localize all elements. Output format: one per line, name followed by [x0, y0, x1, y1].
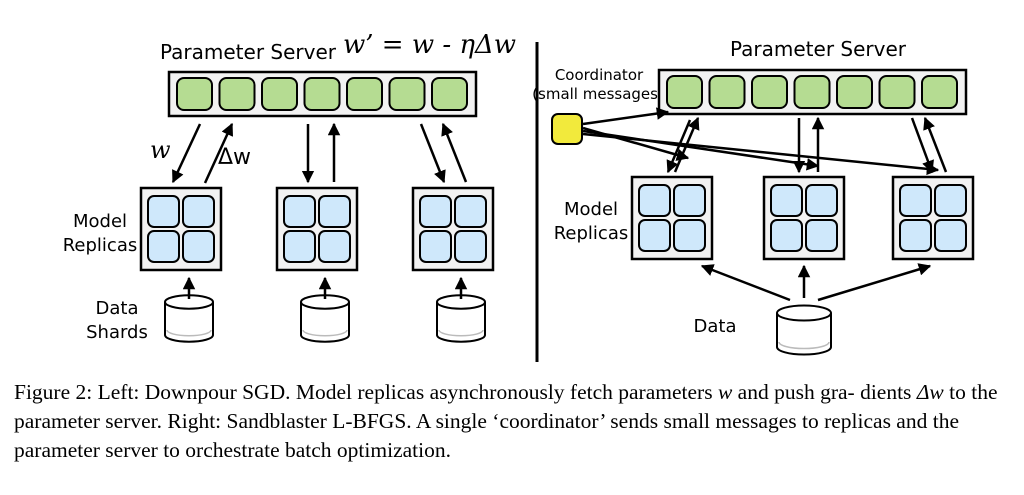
replica-cell — [454, 195, 487, 228]
replica-cell — [419, 230, 452, 263]
replica-cell — [182, 230, 215, 263]
caption-part2: and push gra- dients — [732, 380, 917, 404]
data-to-replica-arrows — [700, 263, 932, 302]
replica-cell — [419, 195, 452, 228]
server-shard-cell — [793, 75, 831, 109]
caption-w-symbol: w — [717, 380, 733, 404]
cylinder-top — [776, 304, 832, 322]
cylinder-body — [436, 302, 486, 343]
replica-cell — [318, 195, 351, 228]
server-shard-cell — [708, 75, 746, 109]
server-shard-cell — [921, 75, 958, 109]
left-replicas-label-line1: Model — [73, 211, 127, 232]
fetch-parameters-arrow — [910, 117, 934, 174]
caption-part1: Figure 2: Left: Downpour SGD. Model repl… — [14, 380, 718, 404]
data-to-replica-arrow — [700, 264, 791, 302]
right-replicas-label-line1: Model — [564, 199, 618, 220]
coordinator-to-server-arrow — [582, 107, 670, 126]
replica-cell — [638, 219, 671, 252]
right-model-replicas — [630, 175, 975, 261]
replica-cell — [454, 230, 487, 263]
push-gradients-arrow — [203, 122, 234, 184]
replica-cell — [638, 184, 671, 217]
update-rule-equation: w’ = w - ηΔw — [343, 30, 516, 60]
arrow-w-label: w — [150, 136, 171, 164]
replica-cell — [318, 230, 351, 263]
server-shard-cell — [431, 77, 468, 111]
fetch-parameters-arrow — [171, 123, 202, 184]
right-server-replica-arrows — [666, 116, 948, 174]
replica-cell — [770, 184, 803, 217]
server-shard-cell — [878, 75, 916, 109]
replica-cell — [770, 219, 803, 252]
replica-cell — [673, 219, 706, 252]
replica-cell — [147, 195, 180, 228]
replica-cell — [147, 230, 180, 263]
right-data-store — [776, 304, 832, 356]
arrow-delta-w-label: Δw — [218, 145, 251, 170]
cylinder-shade — [778, 341, 830, 350]
replica-cell — [283, 195, 316, 228]
cylinder-shade — [438, 329, 484, 337]
server-shard-cell — [303, 77, 341, 111]
push-gradients-arrow — [441, 122, 468, 183]
server-shard-cell — [751, 75, 788, 109]
fetch-parameters-arrow — [666, 119, 692, 174]
left-replicas-label-line2: Replicas — [63, 235, 138, 256]
replica-cell — [182, 195, 215, 228]
server-shard-cell — [218, 77, 256, 111]
replica-cell — [934, 184, 967, 217]
right-parameter-server-label: Parameter Server — [730, 37, 907, 61]
push-gradients-arrow — [923, 116, 948, 173]
push-gradients-arrow — [673, 116, 700, 173]
right-replicas-label-line2: Replicas — [554, 223, 629, 244]
right-data-label: Data — [694, 316, 737, 337]
figure-diagram: Parameter Server w’ = w - ηΔw w Δw Model… — [63, 30, 975, 362]
replica-cell — [283, 230, 316, 263]
left-model-replicas — [139, 186, 495, 272]
fetch-parameters-arrow — [419, 123, 446, 184]
server-shard-cell — [346, 77, 383, 111]
cylinder-body — [164, 302, 214, 343]
coordinator-label-line2: (small messages) — [532, 85, 664, 103]
caption-part3: to the parameter server. Right: Sandblas… — [14, 380, 998, 462]
replica-cell — [899, 184, 932, 217]
coordinator-to-replica-arrow — [582, 129, 820, 171]
replica-cell — [899, 219, 932, 252]
server-shard-cell — [176, 77, 213, 111]
cylinder-shade — [166, 329, 212, 337]
left-shards-label-line1: Data — [96, 298, 139, 319]
replica-cell — [805, 219, 838, 252]
server-shard-cell — [836, 75, 873, 109]
caption-dw-symbol: Δw — [916, 380, 944, 404]
left-parameter-server — [167, 70, 478, 118]
figure-caption: Figure 2: Left: Downpour SGD. Model repl… — [14, 378, 1014, 465]
cylinder-body — [300, 302, 350, 343]
right-parameter-server — [657, 68, 968, 116]
left-parameter-server-label: Parameter Server — [160, 40, 337, 64]
server-shard-cell — [388, 77, 426, 111]
replica-cell — [934, 219, 967, 252]
coordinator-message-arrows — [582, 107, 940, 176]
coordinator-label-line1: Coordinator — [555, 66, 644, 84]
replica-cell — [673, 184, 706, 217]
coordinator-to-replica-arrow — [582, 132, 940, 176]
data-to-replica-arrow — [817, 263, 932, 302]
replica-cell — [805, 184, 838, 217]
server-shard-cell — [261, 77, 298, 111]
left-server-replica-arrows — [171, 122, 468, 184]
server-shard-cell — [666, 75, 703, 109]
left-data-shards — [164, 276, 486, 343]
coordinator-node — [551, 113, 583, 145]
cylinder-body — [776, 313, 832, 356]
cylinder-shade — [302, 329, 348, 337]
left-shards-label-line2: Shards — [86, 322, 148, 343]
